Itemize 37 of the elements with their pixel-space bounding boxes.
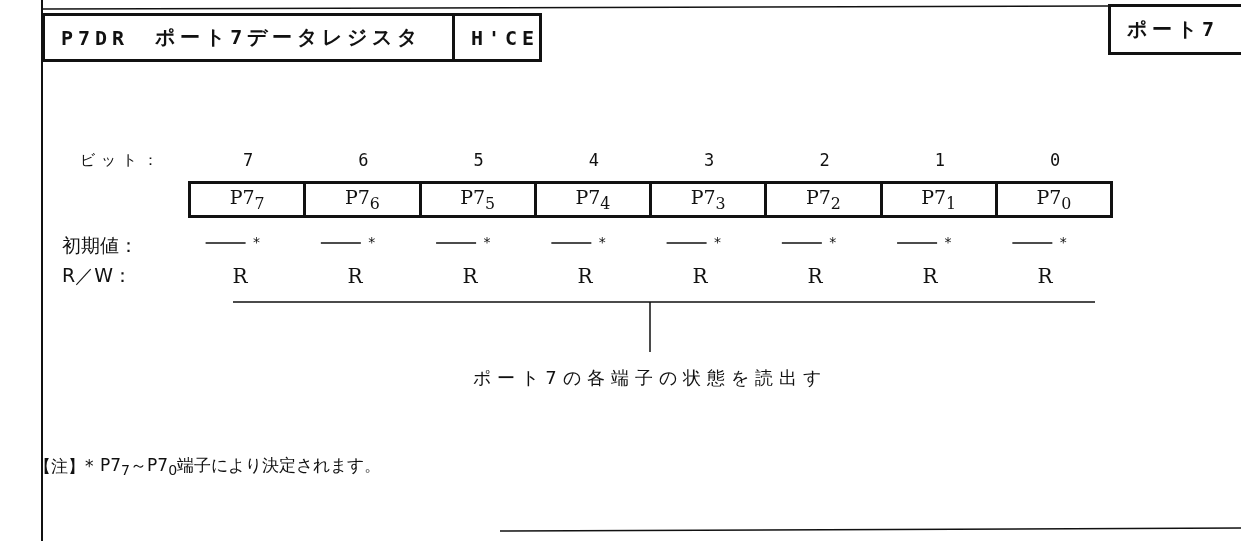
row-label: 初期値：: [62, 233, 138, 258]
asterisk: *: [714, 234, 722, 250]
bit-number: 2: [819, 150, 830, 170]
bit-number: 5: [473, 150, 484, 170]
note-text: P7$_{7}$～P7$_{0}$端子により決定されます。: [100, 453, 382, 479]
bit-number: 1: [934, 150, 945, 170]
bit-number: 0: [1049, 150, 1061, 170]
bit-number: 7: [242, 150, 254, 170]
bit-number: 4: [588, 150, 599, 170]
row-label: R／W：: [62, 263, 132, 288]
asterisk: *: [944, 234, 952, 250]
asterisk: *: [598, 234, 606, 250]
register-title: ポート7データレジスタ: [155, 24, 423, 51]
row-label: ビット：: [80, 150, 164, 170]
access-value: R: [692, 264, 708, 288]
asterisk: *: [253, 234, 261, 250]
access-value: R: [462, 264, 478, 288]
description-text: ポート7の各端子の状態を読出す: [473, 366, 827, 390]
bit-cell: P7$_{2}$: [764, 181, 883, 218]
access-value: R: [347, 264, 363, 288]
access-value: R: [1037, 264, 1053, 288]
bit-number: 3: [704, 150, 715, 170]
register-name-box: [42, 13, 455, 62]
access-value: R: [922, 264, 938, 288]
asterisk: *: [829, 234, 837, 250]
port-tab: ポート7: [1108, 4, 1241, 55]
register-code: P7DR: [61, 25, 130, 50]
address-box: H'CE: [452, 13, 542, 62]
bit-number: 6: [358, 150, 369, 170]
note-mark: 【注】*: [34, 454, 94, 478]
asterisk: *: [483, 234, 491, 250]
asterisk: *: [1059, 234, 1067, 250]
access-value: R: [232, 264, 248, 288]
access-value: R: [807, 264, 823, 288]
bit-cell: P7$_{6}$: [303, 181, 422, 218]
asterisk: *: [368, 234, 376, 250]
access-value: R: [577, 264, 593, 288]
